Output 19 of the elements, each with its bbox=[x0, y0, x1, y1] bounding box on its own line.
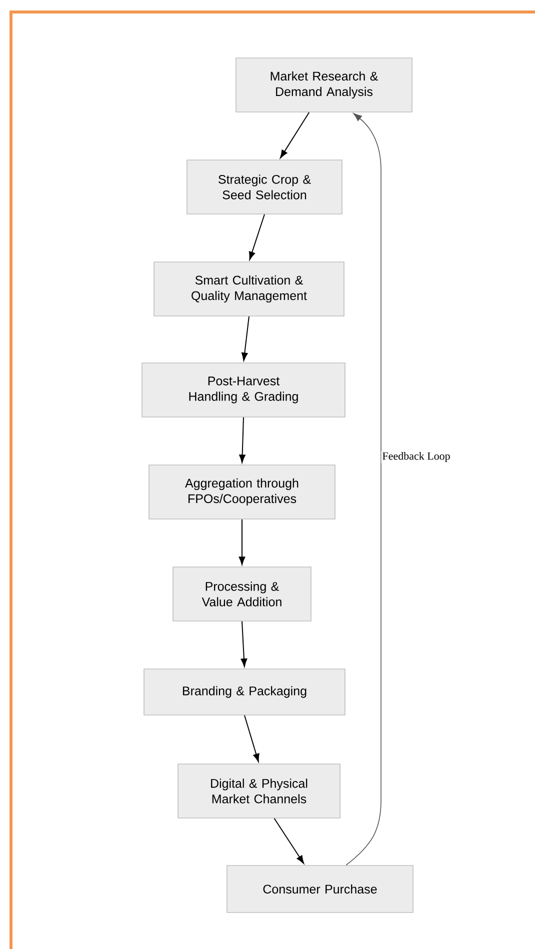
process-box: Strategic Crop & Seed Selection bbox=[186, 160, 342, 214]
arrow bbox=[248, 214, 265, 260]
arrow bbox=[239, 416, 246, 463]
process-box: Smart Cultivation & Quality Management bbox=[154, 262, 344, 316]
process-box: Aggregation through FPOs/Cooperatives bbox=[148, 464, 336, 520]
arrow bbox=[346, 113, 382, 866]
edge-label: Feedback Loop bbox=[381, 451, 452, 463]
arrow bbox=[280, 112, 310, 158]
arrow bbox=[274, 818, 304, 864]
arrow bbox=[241, 316, 250, 361]
process-box: Consumer Purchase bbox=[226, 865, 414, 913]
process-box: Market Research & Demand Analysis bbox=[236, 58, 412, 112]
arrow bbox=[244, 714, 260, 762]
arrow bbox=[240, 620, 248, 667]
process-box: Branding & Packaging bbox=[144, 668, 346, 716]
process-box: Digital & Physical Market Channels bbox=[178, 764, 340, 818]
arrow bbox=[238, 518, 246, 565]
process-box: Post-Harvest Handling & Grading bbox=[142, 362, 346, 418]
process-box: Processing & Value Addition bbox=[172, 566, 312, 622]
